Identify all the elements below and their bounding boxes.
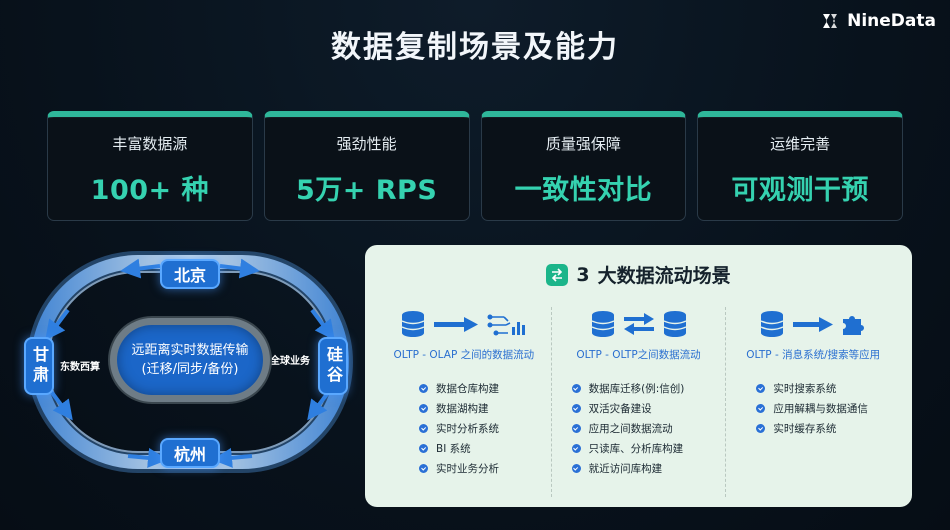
list-item: 只读库、分析库构建 — [571, 438, 726, 458]
list-item: 实时搜索系统 — [756, 378, 900, 398]
check-icon — [571, 383, 581, 393]
arrow-right-icon — [793, 317, 834, 332]
scenario-columns: OLTP - OLAP 之间的数据流动 数据仓库构建 数据湖构建 实时分析系统 … — [377, 307, 900, 497]
capability-card: 运维完善 可观测干预 — [697, 111, 903, 221]
label-global-business: 全球业务 — [270, 356, 310, 367]
node-beijing: 北京 — [160, 259, 220, 289]
ninedata-logo-icon — [823, 14, 838, 28]
scenario-column: OLTP - 消息系统/搜索等应用 实时搜索系统 应用解耦与数据通信 实时缓存系… — [725, 307, 900, 497]
card-value: 一致性对比 — [514, 175, 653, 206]
check-icon — [571, 403, 581, 413]
check-icon — [419, 463, 428, 473]
card-value: 可观测干预 — [731, 175, 869, 206]
swap-arrows-icon — [623, 313, 654, 335]
database-icon — [663, 311, 686, 337]
check-icon — [419, 383, 428, 393]
scenario-list: 数据库迁移(例:信创) 双活灾备建设 应用之间数据流动 只读库、分析库构建 就近… — [552, 378, 726, 478]
check-icon — [756, 383, 766, 393]
card-value: 5万+ RPS — [295, 175, 438, 206]
capability-card: 强劲性能 5万+ RPS — [263, 111, 470, 221]
scenario-subtitle: OLTP - OLTP之间数据流动 — [576, 349, 701, 361]
replication-ring-diagram: 北京 杭州 甘肃 硅谷 东数西算 全球业务 远距离实时数据传输 (迁移/同步/备… — [20, 250, 360, 475]
check-icon — [571, 443, 581, 453]
scenario-column: OLTP - OLTP之间数据流动 数据库迁移(例:信创) 双活灾备建设 应用之… — [550, 307, 726, 497]
database-icon — [591, 311, 614, 337]
panel-title: 3 大数据流动场景 — [365, 261, 912, 288]
check-icon — [419, 443, 428, 453]
center-line-1: 远距离实时数据传输 — [131, 343, 249, 358]
list-item: 实时缓存系统 — [756, 418, 900, 438]
check-icon — [571, 463, 581, 473]
scenario-list: 数据仓库构建 数据湖构建 实时分析系统 BI 系统 实时业务分析 — [377, 378, 551, 478]
brand-logo: NineData — [819, 10, 936, 32]
list-item: BI 系统 — [419, 438, 551, 458]
card-label: 丰富数据源 — [112, 135, 188, 153]
check-icon — [419, 403, 428, 413]
check-icon — [756, 403, 766, 413]
list-item: 数据湖构建 — [419, 398, 551, 418]
list-item: 应用解耦与数据通信 — [756, 398, 900, 418]
swap-icon — [546, 263, 569, 286]
panel-title-text: 大数据流动场景 — [597, 265, 731, 287]
scenario-column: OLTP - OLAP 之间的数据流动 数据仓库构建 数据湖构建 实时分析系统 … — [377, 307, 551, 497]
scenario-subtitle: OLTP - 消息系统/搜索等应用 — [746, 349, 881, 361]
list-item: 就近访问库构建 — [571, 458, 726, 478]
scenario-subtitle: OLTP - OLAP 之间的数据流动 — [393, 349, 535, 361]
card-label: 质量强保障 — [545, 135, 621, 153]
list-item: 数据仓库构建 — [419, 378, 551, 398]
node-gansu: 甘肃 — [24, 337, 54, 395]
list-item: 实时分析系统 — [419, 418, 551, 438]
list-item: 数据库迁移(例:信创) — [571, 378, 726, 398]
card-label: 强劲性能 — [336, 135, 397, 153]
card-label: 运维完善 — [770, 135, 831, 153]
scenario-list: 实时搜索系统 应用解耦与数据通信 实时缓存系统 — [726, 378, 900, 438]
puzzle-icon — [843, 316, 865, 335]
capability-card: 质量强保障 一致性对比 — [480, 111, 687, 221]
capability-card: 丰富数据源 100+ 种 — [47, 111, 253, 221]
capability-cards: 丰富数据源 100+ 种 强劲性能 5万+ RPS 质量强保障 一致性对比 运维… — [47, 111, 903, 221]
center-transfer-pill: 远距离实时数据传输 (迁移/同步/备份) — [110, 318, 270, 402]
label-east-west: 东数西算 — [60, 362, 100, 373]
card-value: 100+ 种 — [90, 175, 210, 206]
node-silicon-valley: 硅谷 — [318, 337, 348, 395]
page-title: 数据复制场景及能力 — [331, 30, 619, 65]
database-icon — [760, 311, 784, 337]
node-hangzhou: 杭州 — [160, 438, 220, 468]
scenarios-panel: 3 大数据流动场景 OLTP - OLAP 之间的数据流动 — [365, 245, 912, 507]
center-line-2: (迁移/同步/备份) — [141, 362, 239, 377]
check-icon — [571, 423, 581, 433]
database-icon — [401, 311, 425, 337]
check-icon — [756, 423, 766, 433]
list-item: 双活灾备建设 — [571, 398, 726, 418]
list-item: 实时业务分析 — [419, 458, 551, 478]
list-item: 应用之间数据流动 — [571, 418, 726, 438]
panel-number: 3 — [576, 263, 590, 286]
arrow-right-icon — [433, 317, 478, 332]
check-icon — [419, 423, 428, 433]
brand-name: NineData — [847, 11, 936, 31]
analytics-icon — [487, 314, 525, 336]
